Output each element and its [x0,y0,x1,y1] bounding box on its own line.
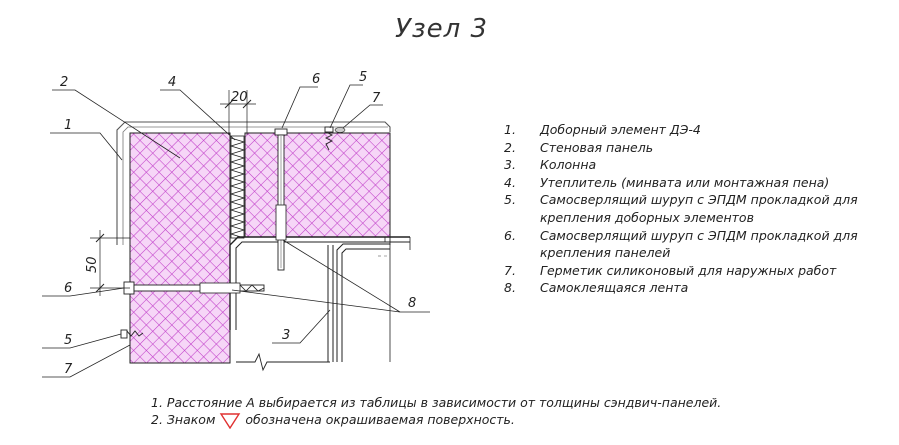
legend-item-number: 8. [504,280,516,296]
callout-7-top: 7 [372,91,381,106]
legend-item: 1. Доборный элемент ДЭ-4 [504,121,884,139]
legend-item: 6. Самосверлящий шуруп с ЭПДМ прокладкой … [504,227,884,262]
callout-4: 4 [168,75,176,90]
note-2-suffix: обозначена окрашиваемая поверхность. [245,412,515,427]
callout-5-top: 5 [359,70,367,85]
legend-item-number: 6. [504,227,516,243]
legend-item: 8. Самоклеящаяся лента [504,279,884,297]
dimension-20: 20 [220,90,256,135]
callout-6-left: 6 [64,281,72,296]
legend-item: 4. Утеплитель (минвата или монтажная пена… [504,174,884,192]
screw-panel-top [274,128,288,271]
callout-6-top: 6 [312,72,320,87]
insulation-fill [229,135,246,239]
wall-panel-left [129,132,231,364]
legend-item-text: Утеплитель (минвата или монтажная пена) [540,174,830,190]
legend-item-number: 4. [504,174,516,190]
legend-item-number: 2. [504,139,516,155]
dimension-50-label: 50 [85,256,100,273]
notes: 1. Расстояние А выбирается из таблицы в … [151,394,721,429]
legend-item-number: 1. [504,122,516,137]
legend-item-text: Самоклеящаяся лента [540,280,689,296]
legend-item-text: Самосверлящий шуруп с ЭПДМ прокладкой дл… [540,227,858,261]
note-2: 2. Знаком обозначена окрашиваемая поверх… [151,411,721,429]
drawing-title: Узел 3 [395,14,489,44]
callout-2: 2 [60,75,68,90]
legend-item-text: Герметик силиконовый для наружных работ [540,262,837,278]
dimension-50: 50 [85,230,130,296]
legend-item: 3. Колонна [504,156,884,174]
note-2-prefix: 2. Знаком [151,412,216,427]
legend-item-text: Колонна [540,157,597,173]
wall-panel-top [244,132,391,238]
painted-surface-marker-icon [220,412,241,429]
legend-item: 7. Герметик силиконовый для наружных рабо… [504,262,884,280]
legend-item-number: 5. [504,192,516,208]
corner-trim-de4 [116,121,391,245]
legend-item-number: 3. [504,157,516,173]
leader-lines [42,84,430,378]
sealant-top [334,127,346,133]
column [229,236,411,362]
legend-item-text: Доборный элемент ДЭ-4 [540,122,701,137]
legend-item: 2. Стеновая панель [504,139,884,157]
legend-item-text: Самосверлящий шуруп с ЭПДМ прокладкой дл… [540,192,858,225]
note-1: 1. Расстояние А выбирается из таблицы в … [151,395,722,410]
dimension-20-label: 20 [231,90,248,105]
legend-list: 1. Доборный элемент ДЭ-4 2. Стеновая панель… [504,121,884,297]
callout-8: 8 [408,296,416,311]
screw-trim-top [324,126,334,151]
legend-item: 5. Самосверлящий шуруп с ЭПДМ прокладкой … [504,191,884,226]
callout-5-left: 5 [64,333,72,348]
break-line-bottom [236,352,330,372]
callout-3: 3 [282,328,290,343]
callout-1: 1 [64,118,72,133]
callout-7-left: 7 [64,362,73,377]
legend-item-number: 7. [504,262,516,278]
legend-item-text: Стеновая панель [540,139,654,155]
